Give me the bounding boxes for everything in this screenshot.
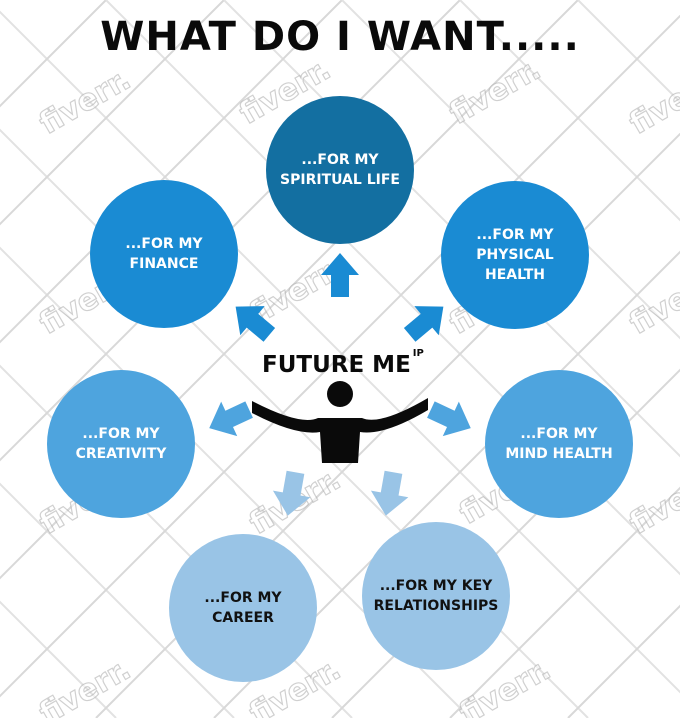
- circle-mind-health: ...FOR MY MIND HEALTH: [485, 370, 633, 518]
- circle-mind-line: MIND HEALTH: [505, 446, 613, 462]
- arrow-to-spiritual: [321, 253, 359, 297]
- watermark-line: [0, 0, 343, 344]
- arrow-to-finance: [235, 306, 276, 342]
- watermark-line: [0, 246, 471, 718]
- circle-key-relationships: ...FOR MY KEY RELATIONSHIPS: [362, 522, 510, 670]
- arrow-to-creativity: [209, 401, 253, 437]
- circle-relationships-line: RELATIONSHIPS: [373, 598, 499, 614]
- future-me-text: FUTURE ME: [262, 352, 411, 378]
- arrow-to-mind: [427, 401, 471, 437]
- circle-creativity-line: CREATIVITY: [75, 446, 167, 462]
- watermark-line: [0, 482, 235, 718]
- arrow-to-career: [272, 470, 311, 516]
- circle-creativity: ...FOR MY CREATIVITY: [47, 370, 195, 518]
- circle-physical-line: ...FOR MY: [476, 227, 554, 243]
- watermark-line: [449, 486, 680, 718]
- arrow-to-relationships: [370, 470, 409, 516]
- watermark-line: [105, 0, 680, 576]
- circle-career-line: ...FOR MY: [204, 590, 282, 606]
- circle-spiritual-life: ...FOR MY SPIRITUAL LIFE: [266, 96, 414, 244]
- circle-mind-line: ...FOR MY: [520, 426, 598, 442]
- circle-spiritual-line: ...FOR MY: [301, 152, 379, 168]
- future-me-superscript: IP: [412, 348, 424, 359]
- watermark-line: [213, 250, 680, 718]
- arrow-to-physical: [403, 306, 444, 342]
- circle-career-line: CAREER: [212, 610, 274, 626]
- circle-physical-line: PHYSICAL: [476, 247, 554, 263]
- circle-finance-line: FINANCE: [129, 256, 199, 272]
- circle-physical-line: HEALTH: [485, 267, 545, 283]
- circle-finance-line: ...FOR MY: [125, 236, 203, 252]
- circle-creativity-line: ...FOR MY: [82, 426, 160, 442]
- page-title: WHAT DO I WANT.....: [100, 14, 580, 60]
- watermark-line: [0, 0, 579, 580]
- circle-spiritual-line: SPIRITUAL LIFE: [280, 172, 400, 188]
- circle-physical-health: ...FOR MY PHYSICAL HEALTH: [441, 181, 589, 329]
- circle-relationships-line: ...FOR MY KEY: [379, 578, 493, 594]
- watermark-line: [459, 0, 680, 222]
- circle-finance: ...FOR MY FINANCE: [90, 180, 238, 328]
- watermark-line: [0, 0, 225, 226]
- circle-career: ...FOR MY CAREER: [169, 534, 317, 682]
- watermark-line: [341, 0, 680, 340]
